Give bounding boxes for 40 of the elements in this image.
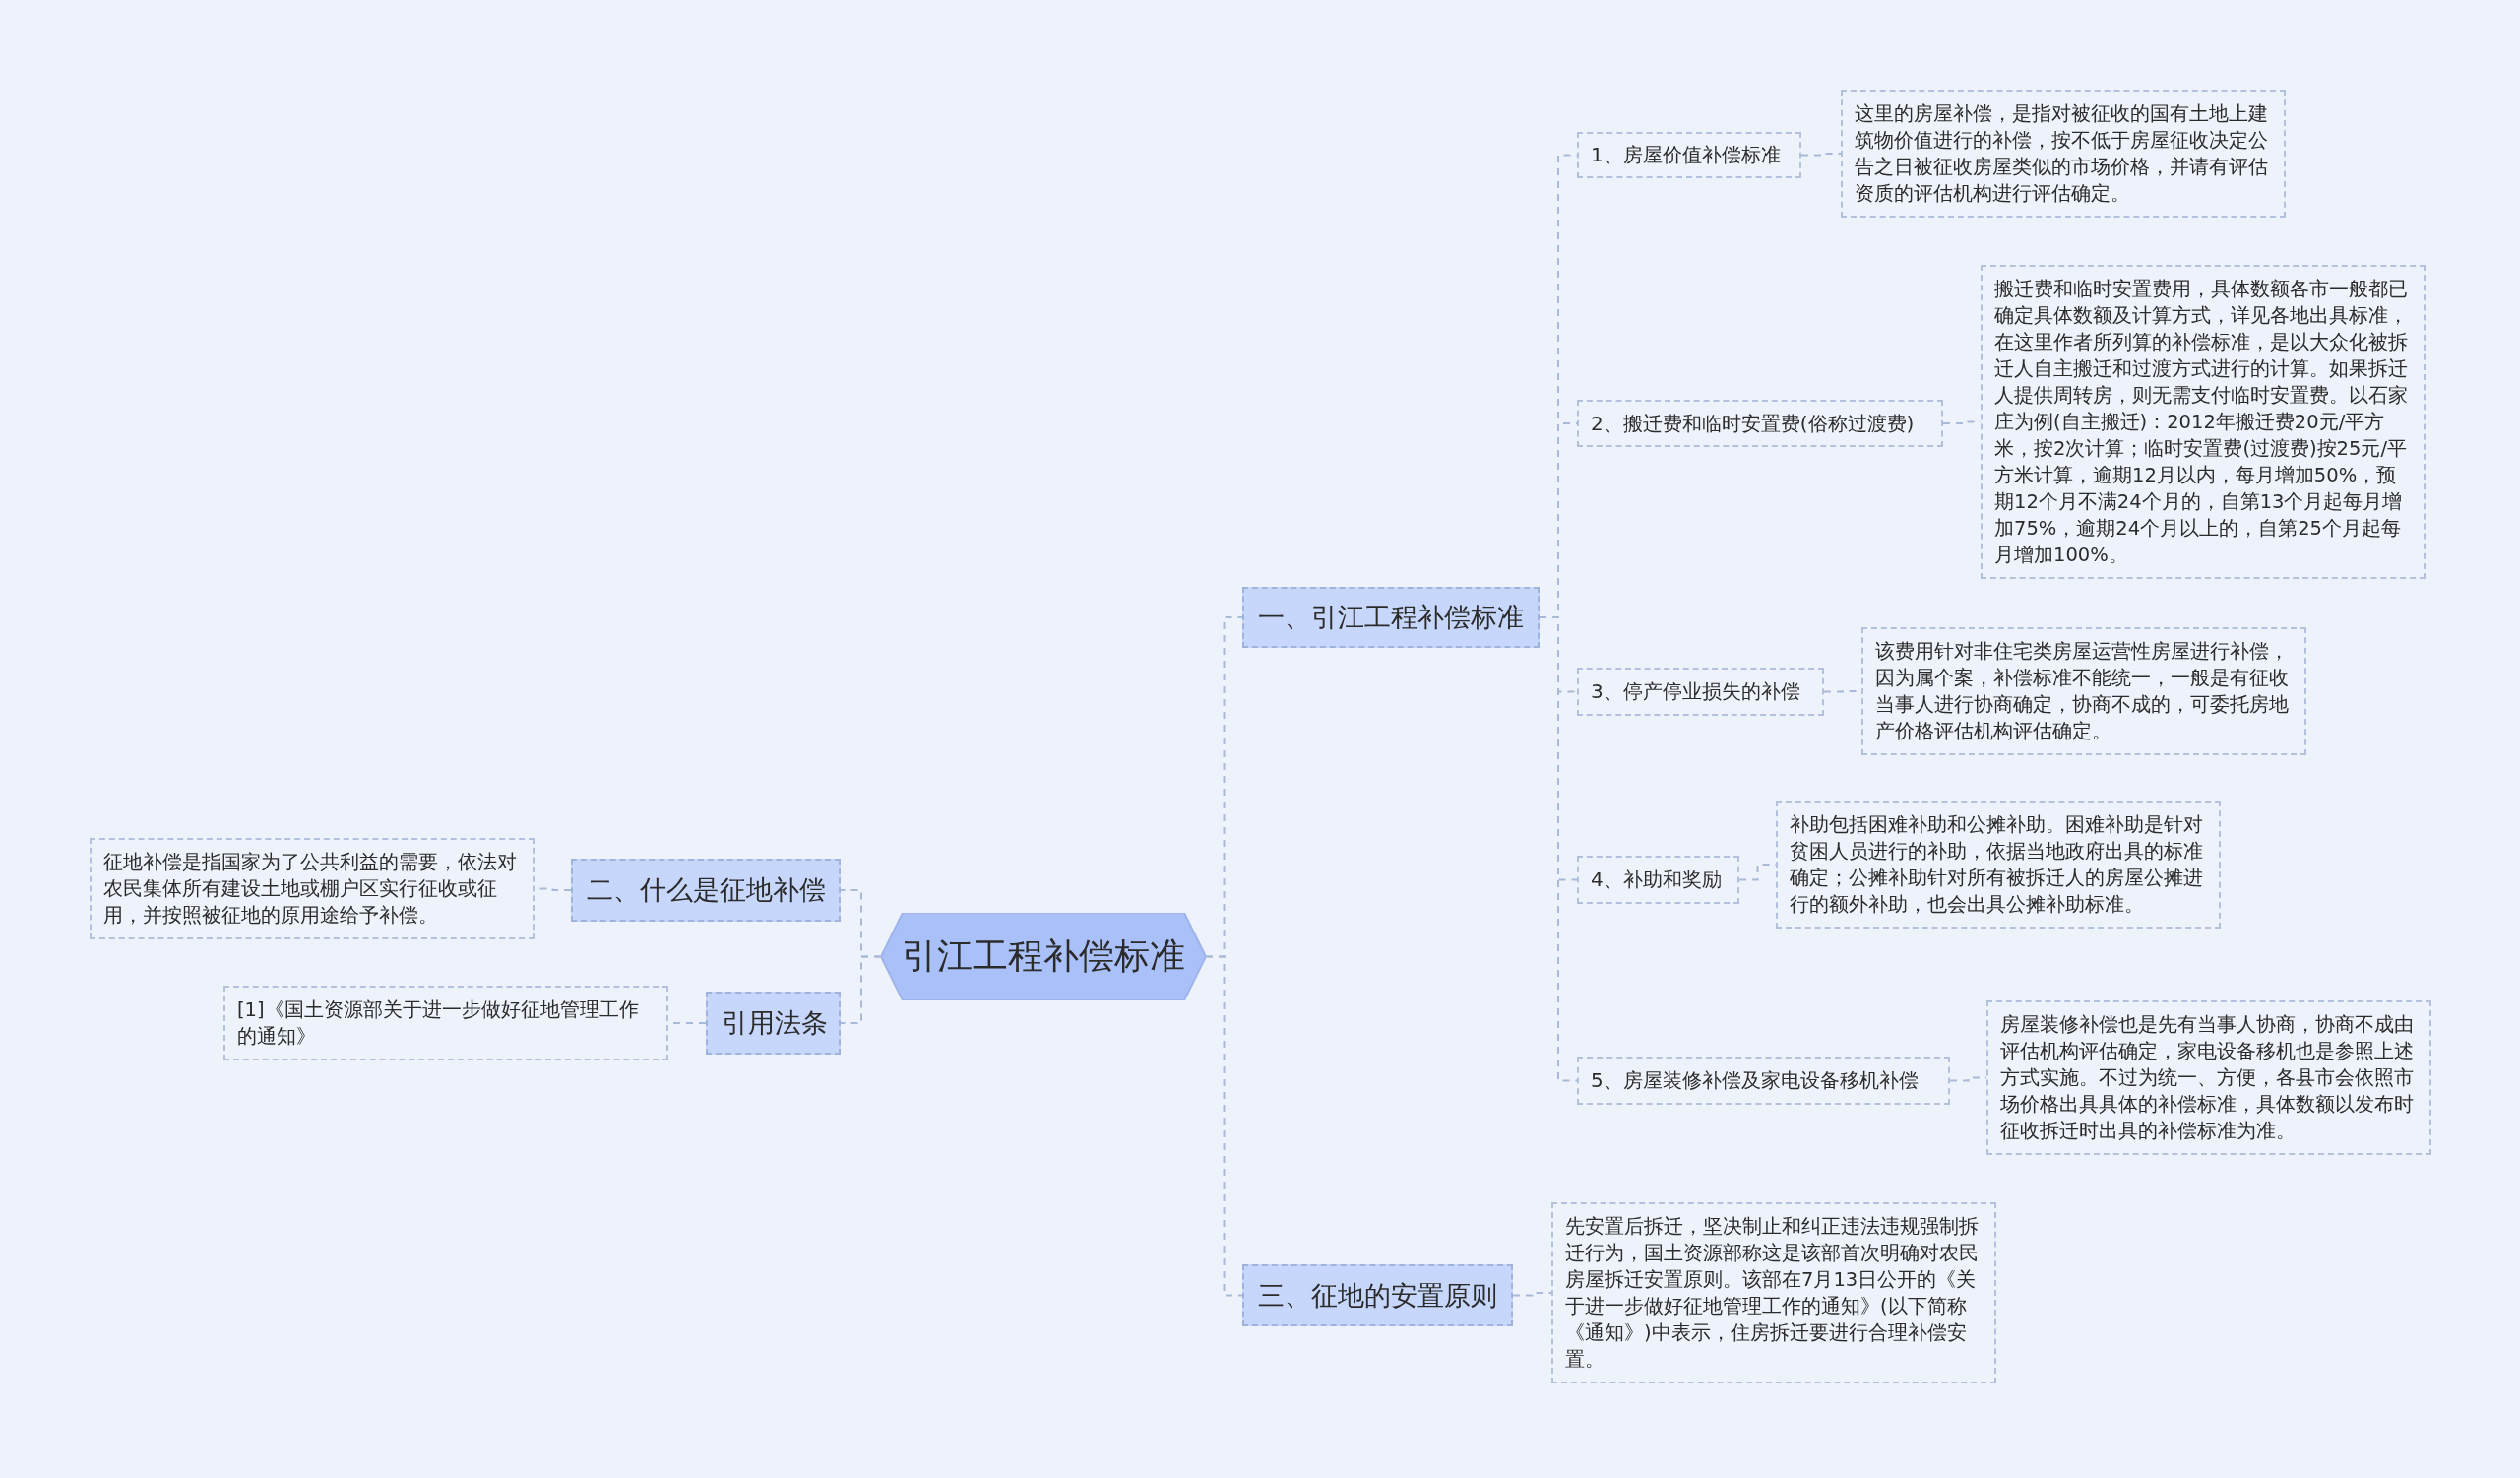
- connector-line: [1205, 955, 1243, 1297]
- central-topic-hexagon: [881, 913, 1206, 1000]
- subtopic-box: [1577, 400, 1943, 447]
- note-text: 房屋装修补偿也是先有当事人协商，协商不成由评估机构评估确定，家电设备移机也是参照上述方式实施。不过为统一、方便，各县市会依照市场价格出具具体的补偿标准，具体数额以发布时征收拆迁时出具的补偿标准为准。: [2000, 1012, 2415, 1144]
- note-box: [1986, 1000, 2431, 1155]
- connector-line: [1800, 153, 1842, 157]
- note-box: [223, 986, 668, 1060]
- connector-line: [840, 955, 882, 1024]
- topic-box: [1242, 1264, 1513, 1326]
- topic-text: 引用法条: [722, 1006, 828, 1040]
- note-text: 补助包括困难补助和公摊补助。困难补助是针对贫困人员进行的补助，依据当地政府出具的标准确定；公摊补助针对所有被拆迁人的房屋公摊进行的额外补助，也会出具公摊补助标准。: [1790, 812, 2204, 918]
- note-box: [1841, 90, 2286, 218]
- subtopic-text: 2、搬迁费和临时安置费(俗称过渡费): [1591, 410, 1915, 437]
- topic-text: 二、什么是征地补偿: [587, 873, 826, 907]
- note-text: 这里的房屋补偿，是指对被征收的国有土地上建筑物价值进行的补偿，按不低于房屋征收决定公告之日被征收房屋类似的市场价格，并请有评估资质的评估机构进行评估确定。: [1855, 101, 2269, 207]
- topic-box: [1242, 587, 1540, 648]
- note-box: [90, 838, 535, 939]
- topic-text: 三、征地的安置原则: [1258, 1278, 1497, 1313]
- topic-box: [706, 992, 841, 1055]
- subtopic-box: [1577, 1057, 1950, 1105]
- connector-line: [1949, 1076, 1987, 1082]
- connector-line: [1512, 1292, 1552, 1297]
- note-box: [1861, 627, 2306, 755]
- note-text: 该费用针对非住宅类房屋运营性房屋进行补偿，因为属个案，补偿标准不能统一，一般是有征收当事人进行协商确定，协商不成的，可委托房地产价格评估机构评估确定。: [1875, 639, 2290, 744]
- note-box: [1776, 801, 2221, 929]
- topic-text: 一、引江工程补偿标准: [1258, 601, 1524, 634]
- subtopic-text: 1、房屋价值补偿标准: [1591, 142, 1781, 168]
- note-text: 搬迁费和临时安置费用，具体数额各市一般都已确定具体数额及计算方式，详见各地出具标准，在这里作者所列算的补偿标准，是以大众化被拆迁人自主搬迁和过渡方式进行的计算。如果拆迁人提供周转房，则无需支付临时安置费。以石家庄为例(自主搬迁)：2012年搬迁费20元/平方米，按2次计算；临时安置费(过渡费)按25元/平方米计算，逾期12月以内，每月增加50%，预期12个月不满24个月的，自第13个月起每月增加75%，逾期24个月以上的，自第25个月起每月增加100%。: [1994, 277, 2409, 568]
- subtopic-text: 4、补助和奖励: [1591, 867, 1722, 893]
- subtopic-box: [1577, 856, 1739, 904]
- subtopic-box: [1577, 132, 1801, 178]
- note-box: [1551, 1202, 1996, 1383]
- note-text: 先安置后拆迁，坚决制止和纠正违法违规强制拆迁行为，国土资源部称这是该部首次明确对农民房屋拆迁安置原则。该部在7月13日公开的《关于进一步做好征地管理工作的通知》(以下简称《通知》)中表示，住房拆迁要进行合理补偿安置。: [1565, 1214, 1980, 1373]
- subtopic-text: 3、停产停业损失的补偿: [1591, 678, 1800, 705]
- note-text: 征地补偿是指国家为了公共利益的需要，依法对农民集体所有建设土地或棚户区实行征收或征用，并按照被征地的原用途给予补偿。: [103, 850, 518, 929]
- subtopic-text: 5、房屋装修补偿及家电设备移机补偿: [1591, 1067, 1919, 1094]
- topic-box: [571, 859, 841, 922]
- subtopic-box: [1577, 668, 1824, 716]
- central-topic-text: 引江工程补偿标准: [902, 934, 1185, 978]
- note-text: [1]《国土资源部关于进一步做好征地管理工作的通知》: [237, 997, 640, 1050]
